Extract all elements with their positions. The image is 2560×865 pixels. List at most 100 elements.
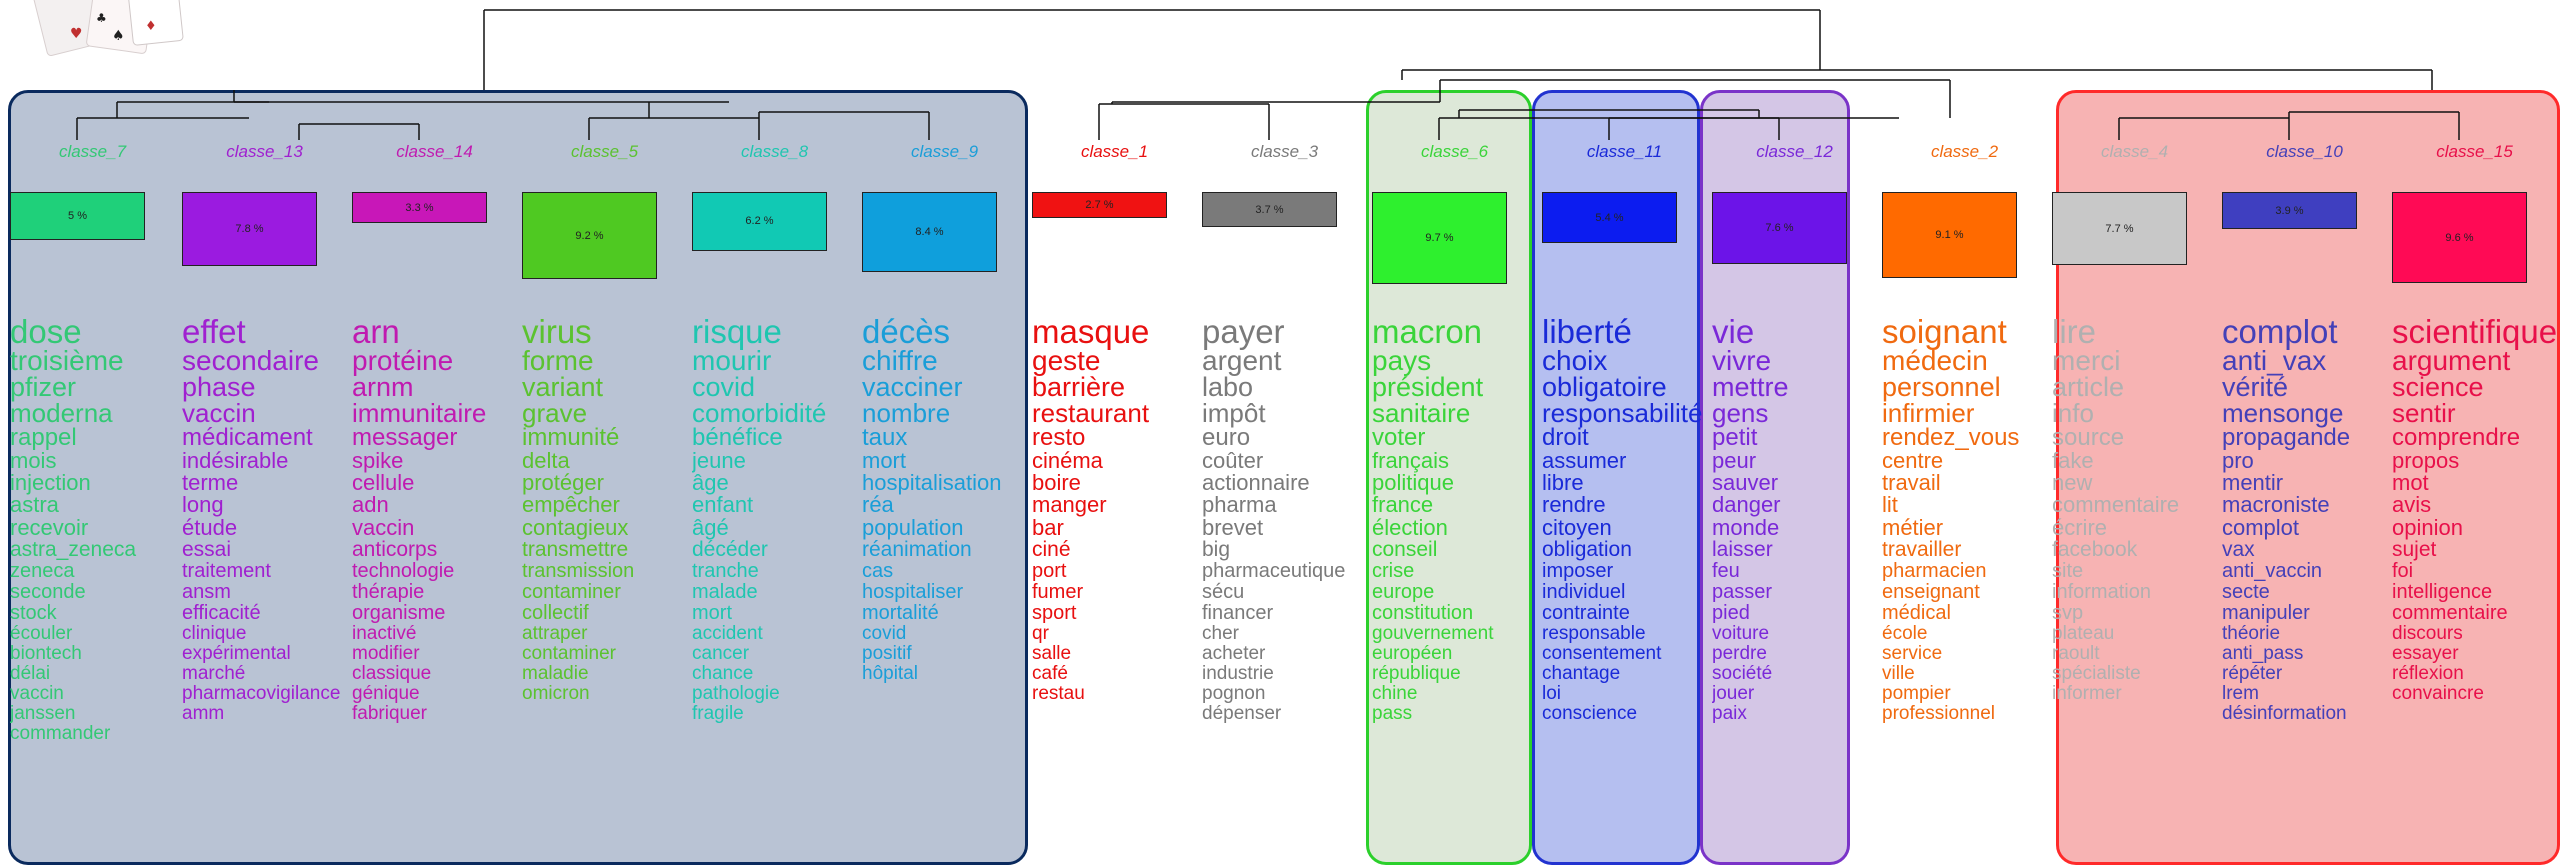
class-word: école bbox=[1882, 622, 1928, 644]
class-word: élection bbox=[1372, 514, 1448, 540]
class-percentage: 9.1 % bbox=[1935, 229, 1964, 242]
class-word: commander bbox=[10, 723, 111, 745]
class-word: chantage bbox=[1542, 662, 1621, 684]
class-word: pharmaceutique bbox=[1202, 559, 1346, 582]
class-word: laisser bbox=[1712, 538, 1773, 562]
class-word: choix bbox=[1542, 345, 1608, 376]
class-word: responsable bbox=[1542, 622, 1646, 644]
class-word: intelligence bbox=[2392, 580, 2493, 603]
class-word: discours bbox=[2392, 622, 2463, 644]
class-word: réanimation bbox=[862, 538, 972, 562]
class-percentage: 9.2 % bbox=[575, 229, 604, 242]
class-word: france bbox=[1372, 492, 1434, 518]
class-word: plateau bbox=[2052, 622, 2115, 644]
class-size-bar: 2.7 % bbox=[1032, 192, 1167, 218]
class-word: rendez_vous bbox=[1882, 424, 2020, 452]
class-word: réflexion bbox=[2392, 662, 2464, 684]
class-word: feu bbox=[1712, 559, 1740, 582]
class-word: travailler bbox=[1882, 538, 1962, 562]
class-word: lrem bbox=[2222, 683, 2259, 705]
class-label: classe_12 bbox=[1756, 142, 1833, 161]
class-word: cher bbox=[1202, 622, 1239, 644]
class-percentage: 9.6 % bbox=[2445, 231, 2474, 244]
class-word: pognon bbox=[1202, 683, 1266, 705]
class-label: classe_5 bbox=[570, 142, 639, 161]
class-percentage: 5 % bbox=[68, 209, 87, 222]
class-word: svp bbox=[2052, 601, 2084, 624]
class-label: classe_11 bbox=[1586, 142, 1663, 161]
class-word: classique bbox=[352, 662, 432, 684]
class-percentage: 7.8 % bbox=[235, 223, 264, 236]
class-word: site bbox=[2052, 559, 2084, 582]
class-word: cinéma bbox=[1032, 448, 1103, 474]
class-word: contaminer bbox=[522, 580, 621, 603]
class-size-bar: 8.4 % bbox=[862, 192, 997, 272]
class-word: avis bbox=[2392, 492, 2432, 518]
class-word: imposer bbox=[1542, 559, 1614, 582]
class-word: délai bbox=[10, 662, 51, 684]
class-word: essai bbox=[182, 538, 232, 562]
class-word: spike bbox=[352, 448, 404, 474]
class-word: protéine bbox=[352, 345, 454, 376]
class-word: salle bbox=[1032, 642, 1072, 664]
class-word: manger bbox=[1032, 492, 1107, 518]
class-word: port bbox=[1032, 559, 1067, 582]
class-word: population bbox=[862, 514, 964, 540]
class-word: traitement bbox=[182, 559, 271, 582]
class-word: gouvernement bbox=[1372, 622, 1494, 644]
class-word: vaccin bbox=[352, 514, 415, 540]
class-percentage: 9.7 % bbox=[1425, 232, 1454, 245]
class-word: réa bbox=[862, 492, 894, 518]
class-word: crise bbox=[1372, 559, 1415, 582]
class-word: tranche bbox=[692, 559, 759, 582]
class-word: perdre bbox=[1712, 642, 1767, 664]
class-word: qr bbox=[1032, 622, 1049, 644]
svg-text:♣: ♣ bbox=[96, 11, 107, 25]
class-word: français bbox=[1372, 448, 1450, 474]
class-word: euro bbox=[1202, 424, 1251, 452]
class-word: macron bbox=[1372, 315, 1483, 350]
class-word: financer bbox=[1202, 601, 1274, 624]
class-word: désinformation bbox=[2222, 703, 2347, 725]
class-word: scientifique bbox=[2392, 315, 2558, 350]
class-word: europe bbox=[1372, 580, 1435, 603]
class-word: taux bbox=[862, 424, 908, 452]
class-word: moderna bbox=[10, 397, 113, 428]
class-word: médical bbox=[1882, 601, 1951, 624]
class-word: citoyen bbox=[1542, 514, 1612, 540]
class-word: sentir bbox=[2392, 397, 2456, 428]
class-word: étude bbox=[182, 514, 238, 540]
class-word: sport bbox=[1032, 601, 1077, 624]
class-word: propagande bbox=[2222, 424, 2351, 452]
class-word: industrie bbox=[1202, 662, 1274, 684]
class-word: complot bbox=[2222, 514, 2300, 540]
class-word: chance bbox=[692, 662, 754, 684]
class-word: âge bbox=[692, 470, 729, 496]
class-word: messager bbox=[352, 424, 458, 452]
class-word: médecin bbox=[1882, 345, 1988, 376]
class-word: opinion bbox=[2392, 514, 2463, 540]
class-word: cas bbox=[862, 559, 894, 582]
class-word: variant bbox=[522, 371, 604, 402]
class-word: individuel bbox=[1542, 580, 1626, 603]
class-word: payer bbox=[1202, 315, 1285, 350]
class-word: arn bbox=[352, 315, 400, 350]
class-word: restau bbox=[1032, 683, 1085, 705]
class-word: café bbox=[1032, 662, 1068, 684]
class-percentage: 5.4 % bbox=[1595, 211, 1624, 224]
class-word: risque bbox=[692, 315, 782, 350]
class-word: mot bbox=[2392, 470, 2429, 496]
class-word: pied bbox=[1712, 601, 1750, 624]
svg-text:♦: ♦ bbox=[145, 19, 157, 34]
